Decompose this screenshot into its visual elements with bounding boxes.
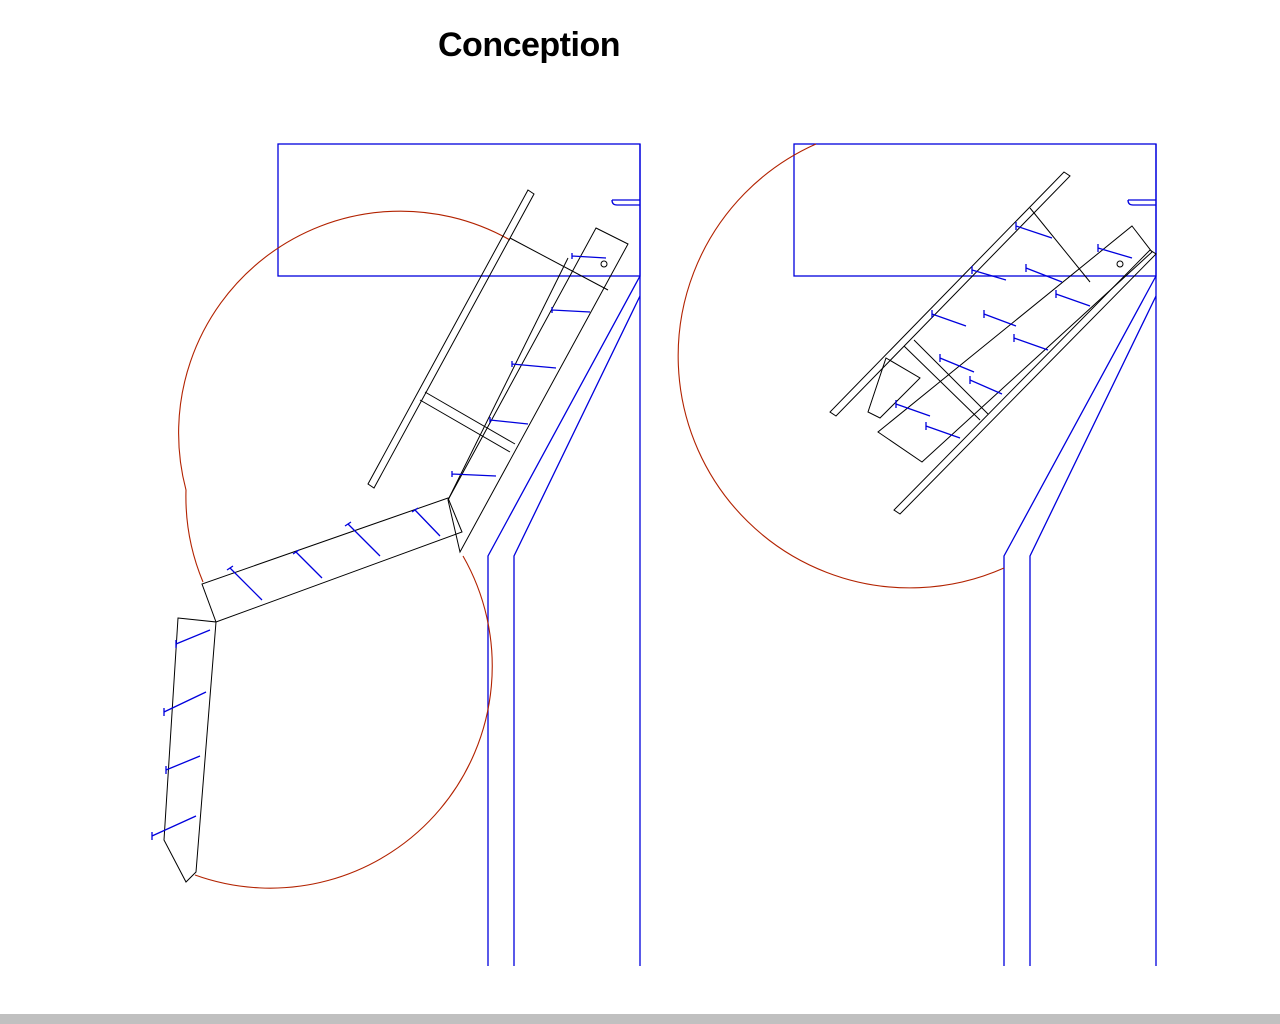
deployed-ladder-view xyxy=(151,143,641,966)
page-title: Conception xyxy=(438,26,620,64)
folded-ladder-stack xyxy=(829,171,1157,515)
ladder-section-middle xyxy=(201,497,463,623)
swing-arc xyxy=(178,210,511,889)
wall-profile xyxy=(487,275,641,966)
hatch-panel xyxy=(367,189,609,489)
ladder-section-lower xyxy=(151,617,217,883)
ceiling-box xyxy=(277,143,641,966)
folded-steps xyxy=(895,222,1133,439)
swing-arc xyxy=(677,143,1005,589)
wall-profile xyxy=(1003,275,1157,966)
bottom-bar xyxy=(0,1014,1280,1024)
folded-ladder-view xyxy=(677,143,1157,966)
ceiling-box xyxy=(793,143,1157,966)
ladder-section-upper xyxy=(447,227,629,554)
